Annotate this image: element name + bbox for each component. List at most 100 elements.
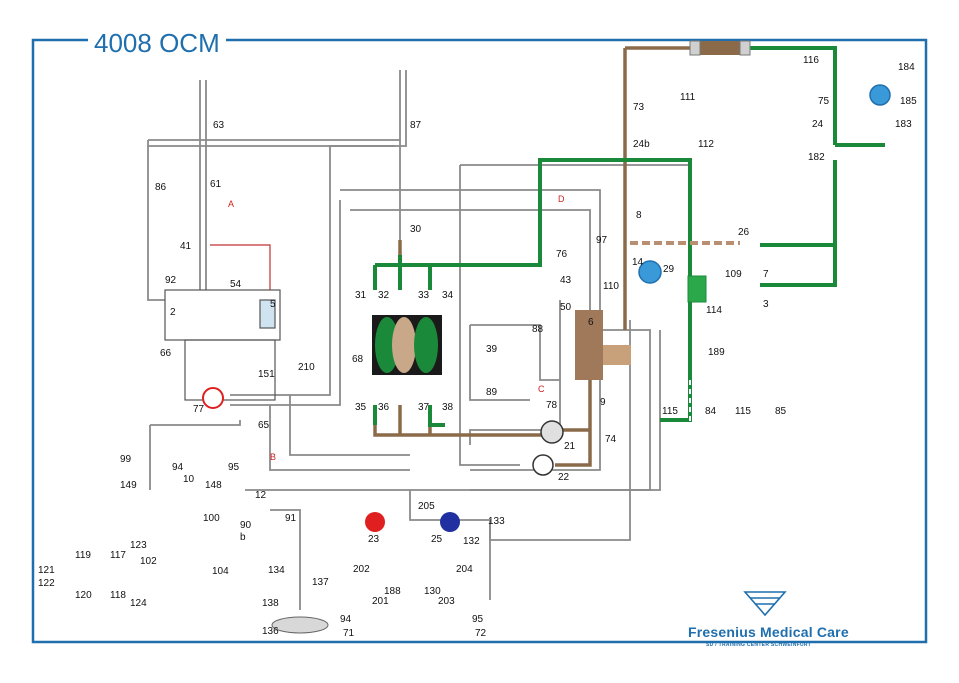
component-label-132: 132 [463,536,480,547]
component-label-102: 102 [140,556,157,567]
component-label-109: 109 [725,269,742,280]
diagram-frame [31,38,928,644]
component-label-91: 91 [285,513,297,524]
component-label-9: 9 [600,397,606,408]
component-label-124: 124 [130,598,147,609]
component-label-115b: 115 [735,406,751,417]
component-label-50: 50 [560,302,572,313]
component-label-23: 23 [368,534,380,545]
component-label-118: 118 [110,590,126,601]
component-label-24: 24 [812,119,824,130]
component-label-26: 26 [738,227,750,238]
component-label-204: 204 [456,564,473,575]
component-label-89: 89 [486,387,498,398]
component-label-21: 21 [564,441,576,452]
heater-coil [603,345,631,365]
component-label-78: 78 [546,400,558,411]
component-label-104: 104 [212,566,229,577]
component-label-130: 130 [424,586,441,597]
component-label-32: 32 [378,290,390,301]
pumps [202,84,891,532]
component-label-68: 68 [352,354,364,365]
component-label-134: 134 [268,565,285,576]
component-label-C: C [538,384,545,394]
component-label-99: 99 [120,454,132,465]
component-label-86: 86 [155,182,167,193]
component-label-b: b [240,532,246,543]
component-label-30: 30 [410,224,422,235]
component-label-117: 117 [110,550,126,561]
component-label-210: 210 [298,362,315,373]
component-label-63: 63 [213,120,225,131]
component-label-75: 75 [818,96,830,107]
blood-lines [373,46,885,427]
component-label-B: B [270,452,276,462]
component-label-43: 43 [560,275,572,286]
brand-name: Fresenius Medical Care [688,624,849,640]
component-label-201: 201 [372,596,389,607]
component-label-95b: 95 [472,614,484,625]
tank-group [164,289,281,401]
component-label-90: 90 [240,520,252,531]
component-label-94a: 94 [172,462,184,473]
component-label-119: 119 [75,550,91,561]
component-label-184: 184 [898,62,915,73]
component-label-122: 122 [38,578,55,589]
component-label-111: 111 [680,92,696,103]
component-label-5: 5 [270,299,276,310]
component-label-29: 29 [663,264,675,275]
component-label-120: 120 [75,590,92,601]
component-label-114: 114 [706,305,722,316]
component-label-136: 136 [262,626,279,637]
component-label-148: 148 [205,480,222,491]
component-label-66: 66 [160,348,172,359]
component-label-38: 38 [442,402,454,413]
component-label-36: 36 [378,402,390,413]
component-label-205: 205 [418,501,435,512]
component-label-2: 2 [170,307,176,318]
component-label-74: 74 [605,434,617,445]
component-label-84: 84 [705,406,717,417]
component-label-112: 112 [698,139,714,150]
component-label-37: 37 [418,402,430,413]
component-label-6: 6 [588,317,594,328]
component-label-95a: 95 [228,462,240,473]
dialyzer-capsule [689,40,751,56]
component-label-123: 123 [130,540,147,551]
component-label-73: 73 [633,102,645,113]
component-label-33: 33 [418,290,430,301]
component-label-202: 202 [353,564,370,575]
brand-subtitle: SD / TRAINING CENTER SCHWEINFURT [706,642,812,648]
brand-logo [743,591,787,617]
component-label-94b: 94 [340,614,352,625]
component-label-41: 41 [180,241,192,252]
component-label-116: 116 [803,55,819,66]
component-label-8: 8 [636,210,642,221]
component-label-121: 121 [38,565,55,576]
component-label-110: 110 [603,281,619,292]
component-label-97: 97 [596,235,608,246]
component-label-39: 39 [486,344,498,355]
component-label-76: 76 [556,249,568,260]
component-label-183: 183 [895,119,912,130]
red-signal-line [210,244,271,290]
component-label-3: 3 [763,299,769,310]
dialyzer-block [372,315,442,375]
component-label-100: 100 [203,513,220,524]
component-label-A: A [228,199,234,209]
component-label-188: 188 [384,586,401,597]
component-label-88: 88 [532,324,544,335]
component-label-31: 31 [355,290,367,301]
component-label-25: 25 [431,534,443,545]
component-label-14: 14 [632,257,644,268]
collection-bag [271,616,329,634]
component-label-65: 65 [258,420,270,431]
component-label-72: 72 [475,628,487,639]
component-label-185: 185 [900,96,917,107]
component-label-71: 71 [343,628,355,639]
page-title: 4008 OCM [88,28,226,58]
component-label-149: 149 [120,480,137,491]
